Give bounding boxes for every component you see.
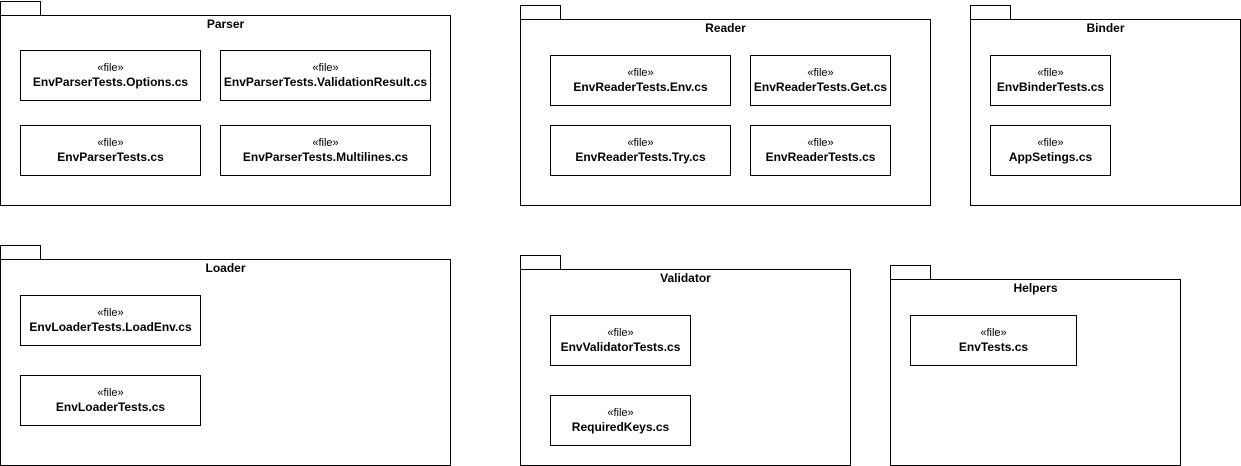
file-name: EnvValidatorTests.cs <box>560 339 681 354</box>
package-title: Parser <box>206 17 245 31</box>
file-stereotype: «file» <box>807 136 834 149</box>
file-stereotype: «file» <box>312 136 339 149</box>
file-node: «file» EnvReaderTests.Get.cs <box>750 55 891 106</box>
file-node: «file» RequiredKeys.cs <box>550 395 691 446</box>
package-title: Reader <box>705 21 746 35</box>
file-stereotype: «file» <box>980 326 1007 339</box>
file-stereotype: «file» <box>97 61 124 74</box>
file-stereotype: «file» <box>1037 136 1064 149</box>
file-node: «file» EnvParserTests.ValidationResult.c… <box>220 50 431 101</box>
file-node: «file» EnvBinderTests.cs <box>990 55 1111 106</box>
helpers-package: Helpers <box>890 279 1181 466</box>
file-name: EnvTests.cs <box>958 339 1029 354</box>
file-name: RequiredKeys.cs <box>571 419 670 434</box>
package-title: Binder <box>1086 21 1125 35</box>
file-node: «file» EnvParserTests.Multilines.cs <box>220 125 431 176</box>
file-stereotype: «file» <box>607 326 634 339</box>
file-name: AppSetings.cs <box>1008 149 1093 164</box>
file-name: EnvReaderTests.cs <box>765 149 876 164</box>
file-name: EnvParserTests.Multilines.cs <box>242 149 409 164</box>
package-title: Helpers <box>1013 281 1058 295</box>
file-node: «file» EnvLoaderTests.LoadEnv.cs <box>20 295 201 346</box>
file-stereotype: «file» <box>97 136 124 149</box>
file-stereotype: «file» <box>312 61 339 74</box>
file-node: «file» EnvTests.cs <box>910 315 1077 366</box>
file-stereotype: «file» <box>607 406 634 419</box>
file-stereotype: «file» <box>1037 66 1064 79</box>
file-node: «file» EnvReaderTests.Env.cs <box>550 55 731 106</box>
reader-package: Reader <box>520 19 931 206</box>
helpers-package-tab <box>890 265 931 279</box>
file-name: EnvReaderTests.Get.cs <box>753 79 888 94</box>
file-node: «file» EnvValidatorTests.cs <box>550 315 691 366</box>
file-name: EnvBinderTests.cs <box>996 79 1105 94</box>
file-name: EnvLoaderTests.cs <box>55 399 166 414</box>
file-name: EnvParserTests.ValidationResult.cs <box>223 74 428 89</box>
file-node: «file» EnvParserTests.Options.cs <box>20 50 201 101</box>
validator-package-tab <box>520 255 561 269</box>
file-name: EnvParserTests.Options.cs <box>32 74 189 89</box>
file-name: EnvReaderTests.Env.cs <box>573 79 708 94</box>
file-node: «file» EnvLoaderTests.cs <box>20 375 201 426</box>
package-title: Loader <box>205 261 246 275</box>
file-node: «file» AppSetings.cs <box>990 125 1111 176</box>
file-stereotype: «file» <box>807 66 834 79</box>
parser-package-tab <box>0 1 41 15</box>
loader-package-tab <box>0 245 41 259</box>
binder-package: Binder <box>970 19 1241 206</box>
package-title: Validator <box>660 271 711 285</box>
file-stereotype: «file» <box>97 306 124 319</box>
file-node: «file» EnvReaderTests.cs <box>750 125 891 176</box>
file-stereotype: «file» <box>627 136 654 149</box>
file-name: EnvParserTests.cs <box>57 149 164 164</box>
file-name: EnvLoaderTests.LoadEnv.cs <box>29 319 192 334</box>
file-node: «file» EnvReaderTests.Try.cs <box>550 125 731 176</box>
file-node: «file» EnvParserTests.cs <box>20 125 201 176</box>
reader-package-tab <box>520 5 561 19</box>
file-name: EnvReaderTests.Try.cs <box>575 149 706 164</box>
loader-package: Loader <box>0 259 451 466</box>
parser-package: Parser <box>0 15 451 206</box>
binder-package-tab <box>970 5 1011 19</box>
file-stereotype: «file» <box>627 66 654 79</box>
file-stereotype: «file» <box>97 386 124 399</box>
